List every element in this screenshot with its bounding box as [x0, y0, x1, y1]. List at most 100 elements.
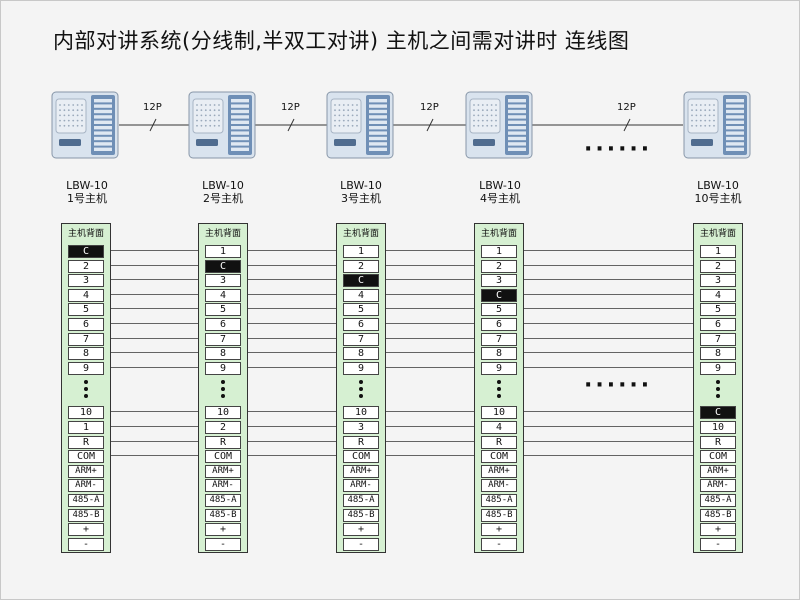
terminal: +: [205, 523, 241, 536]
panel-header: 主机背面: [67, 229, 104, 239]
terminal: 1: [68, 421, 104, 434]
terminal: 485-A: [481, 494, 517, 507]
terminal: 5: [481, 303, 517, 316]
vertical-ellipsis-icon: [205, 377, 241, 407]
terminal: R: [205, 436, 241, 449]
terminal: COM: [481, 450, 517, 463]
terminal: 9: [68, 362, 104, 375]
ellipsis-units: ······: [584, 137, 653, 162]
unit-model: LBW-10: [202, 179, 244, 192]
terminal: -: [68, 538, 104, 551]
terminal: 1: [481, 245, 517, 258]
terminal: COM: [700, 450, 736, 463]
terminal: 7: [700, 333, 736, 346]
link-slash-2: [426, 118, 434, 132]
terminal: 485-B: [343, 509, 379, 522]
terminal-common: C: [205, 260, 241, 273]
terminal: ARM+: [481, 465, 517, 478]
terminal: 10: [343, 406, 379, 419]
terminal: R: [700, 436, 736, 449]
terminal: ARM+: [700, 465, 736, 478]
intercom-unit-icon: [51, 91, 119, 159]
terminal: 485-A: [343, 494, 379, 507]
terminal: ARM-: [343, 479, 379, 492]
terminal: 485-A: [68, 494, 104, 507]
unit-model: LBW-10: [479, 179, 521, 192]
terminal: 2: [205, 421, 241, 434]
link-label: 12P: [143, 102, 162, 113]
terminal: +: [68, 523, 104, 536]
terminal: 485-A: [700, 494, 736, 507]
link-label: 12P: [420, 102, 439, 113]
terminal: 1: [700, 245, 736, 258]
terminal: -: [343, 538, 379, 551]
ellipsis-panels: ······: [584, 373, 653, 398]
terminal-common: C: [481, 289, 517, 302]
terminal-common: C: [68, 245, 104, 258]
unit-name: 3号主机: [341, 192, 381, 205]
terminal: 8: [343, 347, 379, 360]
terminal: 6: [68, 318, 104, 331]
terminal: R: [343, 436, 379, 449]
link-slash-0: [149, 118, 157, 132]
terminal: 4: [68, 289, 104, 302]
intercom-unit-icon: [188, 91, 256, 159]
terminal: 4: [481, 421, 517, 434]
intercom-unit-icon: [683, 91, 751, 159]
terminal: -: [700, 538, 736, 551]
terminal: 4: [343, 289, 379, 302]
terminal: 10: [68, 406, 104, 419]
terminal: 6: [205, 318, 241, 331]
panel-header: 主机背面: [204, 229, 241, 239]
terminal: COM: [343, 450, 379, 463]
terminal: 2: [481, 260, 517, 273]
terminal: 2: [343, 260, 379, 273]
terminal: +: [343, 523, 379, 536]
vertical-ellipsis-icon: [343, 377, 379, 407]
vertical-ellipsis-icon: [481, 377, 517, 407]
terminal: +: [481, 523, 517, 536]
terminal: ARM+: [343, 465, 379, 478]
terminal: +: [700, 523, 736, 536]
terminal: 6: [700, 318, 736, 331]
terminal: ARM+: [68, 465, 104, 478]
terminal: 7: [343, 333, 379, 346]
terminal: COM: [205, 450, 241, 463]
terminal: 10: [700, 421, 736, 434]
terminal: 2: [68, 260, 104, 273]
terminal: 9: [205, 362, 241, 375]
terminal: 1: [343, 245, 379, 258]
terminal: 5: [205, 303, 241, 316]
terminal: 7: [68, 333, 104, 346]
terminal: 5: [700, 303, 736, 316]
panel-header: 主机背面: [342, 229, 379, 239]
unit-model: LBW-10: [66, 179, 108, 192]
terminal: 7: [481, 333, 517, 346]
link-slash-1: [287, 118, 295, 132]
terminal: 8: [700, 347, 736, 360]
unit-model: LBW-10: [340, 179, 382, 192]
terminal: 3: [700, 274, 736, 287]
terminal: ARM+: [205, 465, 241, 478]
terminal: 9: [700, 362, 736, 375]
unit-name: 1号主机: [67, 192, 107, 205]
terminal-common: C: [343, 274, 379, 287]
terminal: 4: [700, 289, 736, 302]
terminal: -: [481, 538, 517, 551]
terminal: ARM-: [700, 479, 736, 492]
vertical-ellipsis-icon: [68, 377, 104, 407]
unit-name: 4号主机: [480, 192, 520, 205]
terminal: COM: [68, 450, 104, 463]
terminal: 6: [343, 318, 379, 331]
